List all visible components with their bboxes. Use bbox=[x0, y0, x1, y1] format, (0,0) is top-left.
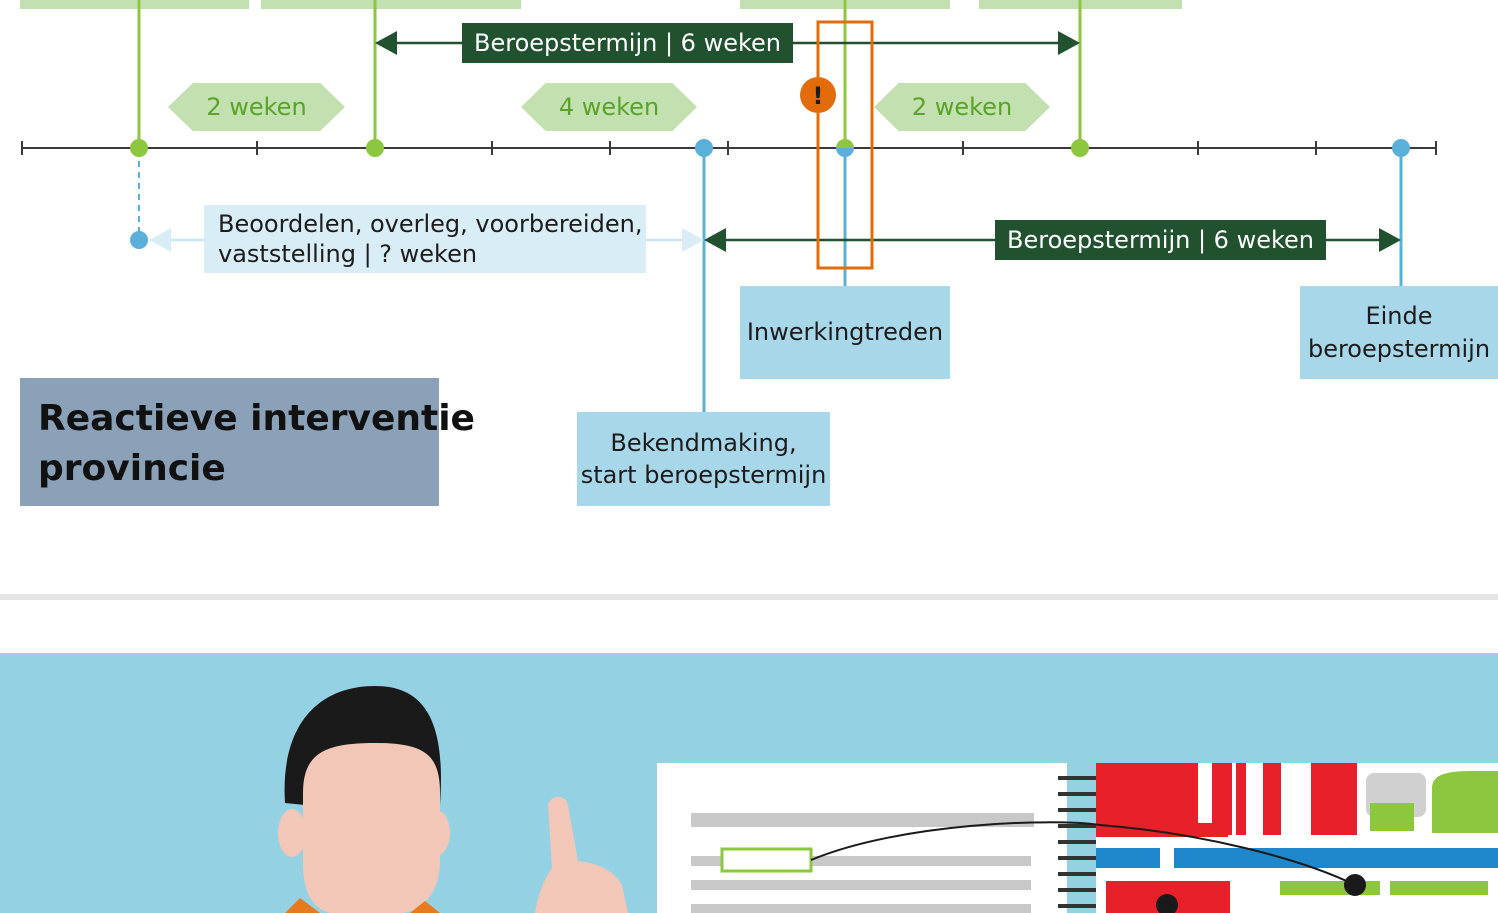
person-ear-left bbox=[278, 809, 306, 857]
map-green-block-1 bbox=[1370, 803, 1414, 831]
axis-ticks bbox=[21, 141, 1437, 155]
milestone-end-appeal: Einde beroepstermijn bbox=[1300, 286, 1498, 379]
map-red-block-2 bbox=[1212, 763, 1232, 835]
person-shirt-right bbox=[410, 901, 440, 913]
map-green-strip-2 bbox=[1390, 881, 1488, 895]
person-shirt bbox=[285, 898, 320, 913]
document-line-4 bbox=[691, 904, 1031, 913]
assessment-period-label: Beoordelen, overleg, voorbereiden, vasts… bbox=[204, 205, 646, 273]
top-arrow-head-right bbox=[1058, 31, 1080, 55]
dot-blue-announcement bbox=[695, 139, 713, 157]
dot-split-entry-top bbox=[836, 139, 854, 148]
highlight-frame bbox=[816, 20, 874, 270]
assessment-arrow-head-left bbox=[149, 228, 171, 252]
section-title-line-2: provincie bbox=[38, 447, 226, 489]
map-red-block-6 bbox=[1096, 823, 1228, 837]
person-face bbox=[303, 743, 440, 913]
map-red-block-3 bbox=[1236, 763, 1246, 835]
top-strip-2 bbox=[261, 0, 521, 9]
map-red-block-1 bbox=[1096, 763, 1198, 823]
warning-mark: ! bbox=[813, 82, 824, 110]
dot-green-2 bbox=[366, 139, 384, 157]
document-line-1 bbox=[691, 813, 1034, 827]
milestone-announcement: Bekendmaking, start beroepstermijn bbox=[577, 412, 830, 506]
interval-label-2: 4 weken bbox=[521, 83, 697, 131]
section-title: Reactieve interventie provincie bbox=[20, 378, 475, 506]
milestone-announcement-line-2: start beroepstermijn bbox=[580, 461, 827, 489]
appeal-period-top-label: Beroepstermijn | 6 weken bbox=[462, 23, 793, 63]
map-green-block-2 bbox=[1432, 771, 1498, 833]
milestone-end-line-1: Einde bbox=[1365, 302, 1433, 331]
interval-label-1: 2 weken bbox=[168, 83, 345, 131]
dot-split-entry-bottom bbox=[836, 148, 854, 157]
document-highlight bbox=[720, 847, 813, 873]
map-pin-2 bbox=[1156, 894, 1178, 913]
illustration-graphic bbox=[278, 686, 1498, 913]
map-blue-road-2 bbox=[1174, 848, 1498, 868]
appeal-period-bottom-label: Beroepstermijn | 6 weken bbox=[995, 220, 1326, 260]
bottom-arrow-head-left bbox=[704, 228, 726, 252]
connector-line bbox=[810, 821, 1356, 886]
dot-green-1 bbox=[130, 139, 148, 157]
top-strip-1 bbox=[20, 0, 249, 9]
section-title-line-1: Reactieve interventie bbox=[38, 398, 475, 439]
warning-badge bbox=[800, 77, 836, 113]
dot-blue-end bbox=[1392, 139, 1410, 157]
milestone-entry-into-force: Inwerkingtreden bbox=[740, 286, 950, 379]
milestone-announcement-line-1: Bekendmaking, bbox=[610, 428, 797, 457]
document-line-3 bbox=[691, 880, 1031, 890]
person-pointing-hand bbox=[535, 796, 628, 913]
dot-blue-dashed-end bbox=[130, 231, 148, 249]
interval-label-3: 2 weken bbox=[874, 83, 1050, 131]
map-red-block-5 bbox=[1311, 763, 1357, 835]
dot-green-3 bbox=[1071, 139, 1089, 157]
milestone-end-line-2: beroepstermijn bbox=[1307, 334, 1491, 363]
map-blue-road-1 bbox=[1096, 848, 1160, 868]
document-page bbox=[657, 763, 1067, 913]
illustration-panel bbox=[0, 653, 1498, 913]
section-divider bbox=[0, 594, 1498, 600]
bottom-arrow-head-right bbox=[1379, 228, 1401, 252]
assessment-line-2: vaststelling | ? weken bbox=[218, 240, 478, 268]
document-line-2 bbox=[691, 856, 1031, 866]
assessment-arrow-head-right bbox=[682, 228, 704, 252]
map-red-block-4 bbox=[1263, 763, 1281, 835]
assessment-line-1: Beoordelen, overleg, voorbereiden, bbox=[218, 210, 643, 238]
top-arrow-head-left bbox=[375, 31, 397, 55]
milestone-entry-text: Inwerkingtreden bbox=[746, 318, 944, 347]
